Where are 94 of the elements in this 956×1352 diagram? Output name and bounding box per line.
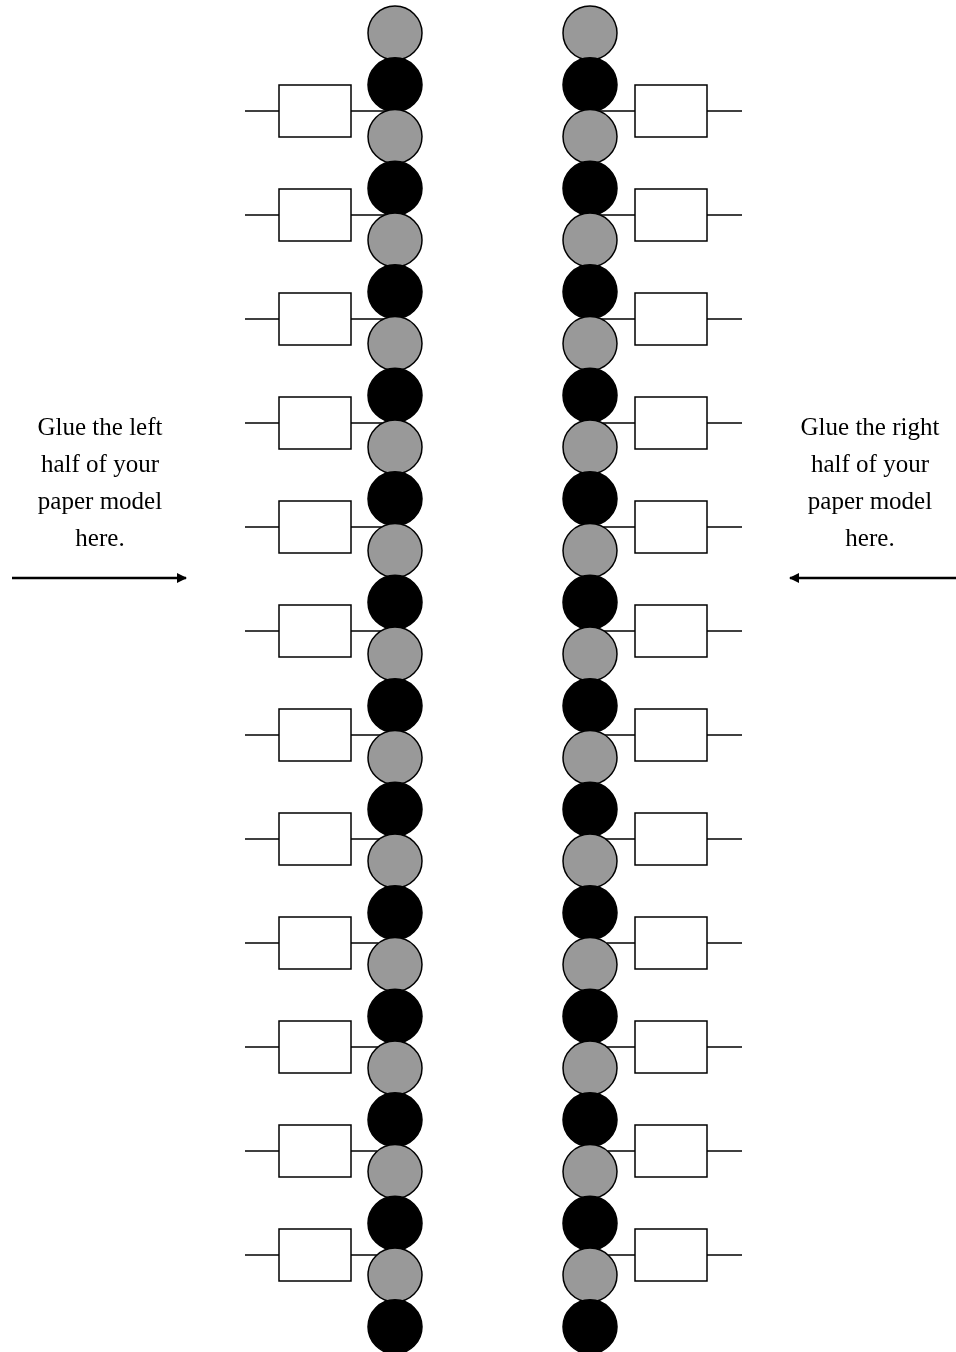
connector-line [604,838,636,840]
strand-circle [367,419,423,475]
stub-line [244,838,280,840]
stub-line [244,942,280,944]
strand-circle [562,885,618,941]
blank-box [634,1020,708,1074]
blank-box [278,396,352,450]
blank-box [278,500,352,554]
strand-circle [367,574,423,630]
strand-circle [562,833,618,889]
strand-circle [562,781,618,837]
strand-circle [562,522,618,579]
strand-circle [367,212,423,268]
blank-box [278,292,352,346]
blank-box [634,812,708,866]
strand-circle [562,936,618,993]
strand-circle [367,729,423,786]
strand-circle [367,264,423,320]
connector-line [607,1254,636,1256]
stub-line [244,1254,280,1256]
strand-circle [367,5,423,61]
strand-circle [367,108,423,165]
strand-circle [562,212,618,268]
strand-circle [562,108,618,165]
strand-circle [562,57,618,113]
blank-box [634,1124,708,1178]
instruction-text: Glue the left half of your paper model here. [15,408,185,556]
strand-circle [367,315,423,372]
strand-circle [562,729,618,786]
connector-line [603,630,636,632]
strand-circle [367,367,423,423]
strand-circle [367,988,423,1044]
strand-circle [367,626,423,682]
stub-line [244,1150,280,1152]
blank-box [634,84,708,138]
strand-circle [562,1040,618,1096]
strand-circle [367,1040,423,1096]
blank-box [634,708,708,762]
instruction-text: Glue the right half of your paper model here. [785,408,955,556]
strand-circle [562,315,618,372]
stub-line [244,1046,280,1048]
strand-circle [367,1195,423,1251]
blank-box [278,1020,352,1074]
stub-line [244,214,280,216]
strand-circle [562,1195,618,1251]
strand-circle [562,1247,618,1303]
strand-circle [367,160,423,216]
blank-box [278,84,352,138]
strand-circle [562,160,618,216]
blank-box [278,812,352,866]
strand-circle [562,678,618,734]
strand-circle [367,471,423,527]
strand-circle [562,471,618,527]
blank-box [634,188,708,242]
strand-circle [562,1143,618,1200]
strand-circle [367,885,423,941]
stub-line [244,526,280,528]
blank-box [634,500,708,554]
blank-box [634,916,708,970]
strand-circle [367,1247,423,1303]
strand-circle [562,367,618,423]
strand-circle [562,419,618,475]
blank-box [278,1124,352,1178]
stub-line [244,110,280,112]
blank-box [278,604,352,658]
blank-box [634,1228,708,1282]
strand-circle [562,5,618,61]
stub-line [244,630,280,632]
blank-box [634,292,708,346]
blank-box [278,188,352,242]
strand-circle [367,781,423,837]
strand-circle [367,936,423,993]
strand-circle [562,626,618,682]
blank-box [634,396,708,450]
strand-circle [367,1092,423,1148]
connector-line [598,110,636,112]
connector-line [606,1046,636,1048]
stub-line [244,422,280,424]
stub-line [244,734,280,736]
blank-box [278,916,352,970]
strand-circle [562,264,618,320]
blank-box [278,1228,352,1282]
connector-line [604,734,636,736]
blank-box [278,708,352,762]
strand-circle [562,574,618,630]
strand-circle [367,1143,423,1200]
strand-circle [367,833,423,889]
strand-circle [367,57,423,113]
strand-circle [367,678,423,734]
strand-circle [367,522,423,579]
blank-box [634,604,708,658]
strand-circle [562,988,618,1044]
strand-circle [562,1092,618,1148]
stub-line [244,318,280,320]
